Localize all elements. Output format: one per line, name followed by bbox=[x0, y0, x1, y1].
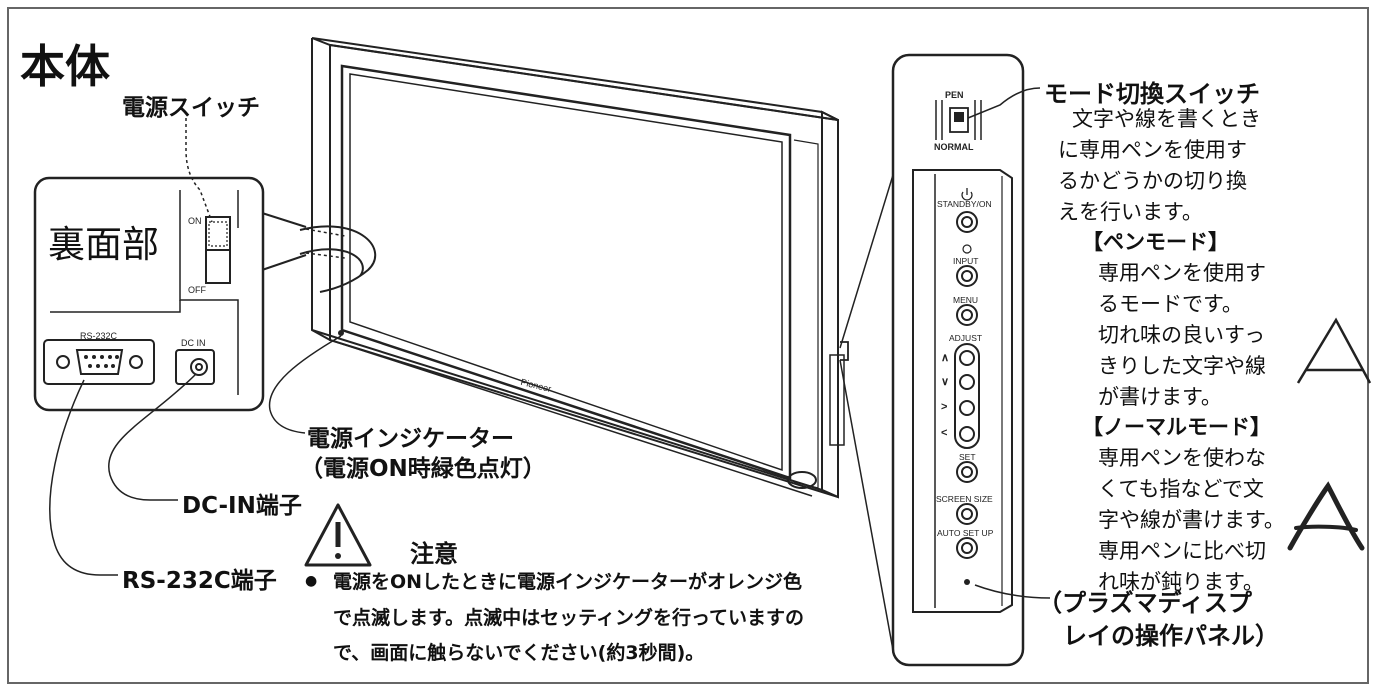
caution-bullet: ● bbox=[305, 573, 318, 589]
screen-size-button-label: SCREEN SIZE bbox=[936, 494, 993, 504]
menu-button-label: MENU bbox=[953, 295, 979, 305]
plasma-display-drawing bbox=[299, 37, 839, 499]
normal-mode-text-2: くても指などで文 bbox=[1098, 477, 1264, 501]
arrow-right-label: > bbox=[941, 401, 948, 413]
input-button-label: INPUT bbox=[953, 256, 979, 266]
set-button-label: SET bbox=[959, 452, 976, 462]
switch-on-label: ON bbox=[188, 216, 202, 226]
back-panel-box bbox=[33, 176, 265, 412]
callout-panel-caption-1: （プラズマディスプ bbox=[1038, 589, 1252, 617]
caution-line-3: で、画面に触らないでください(約3秒間)。 bbox=[333, 642, 705, 664]
normal-mode-text-3: 字や線が書けます。 bbox=[1098, 508, 1285, 532]
auto-setup-button-label: AUTO SET UP bbox=[937, 528, 994, 538]
dcin-jack-label: DC IN bbox=[181, 338, 206, 348]
normal-mode-text-5: れ味が鈍ります。 bbox=[1098, 570, 1264, 594]
callout-power-indicator-note: （電源ON時緑色点灯） bbox=[300, 456, 546, 482]
standby-button-label: STANDBY/ON bbox=[937, 199, 992, 209]
caution-line-1: 電源をONしたときに電源インジケーターがオレンジ色 bbox=[333, 571, 803, 593]
caution-heading: 注意 bbox=[410, 540, 458, 568]
rs232c-port-label: RS-232C bbox=[80, 331, 118, 341]
normal-mode-text-4: 専用ペンに比べ切 bbox=[1098, 539, 1266, 563]
callout-mode-switch: モード切換スイッチ bbox=[1044, 80, 1260, 108]
mode-switch-normal-label: NORMAL bbox=[934, 142, 974, 152]
side-panel-box bbox=[891, 53, 1025, 667]
mode-switch-desc-3: るかどうかの切り換 bbox=[1058, 169, 1247, 193]
mode-switch-desc-1: 文字や線を書くとき bbox=[1072, 107, 1261, 131]
callout-dcin-terminal: DC-IN端子 bbox=[182, 493, 302, 519]
figure-border bbox=[7, 7, 1369, 684]
mode-switch-desc-2: に専用ペンを使用す bbox=[1058, 138, 1247, 162]
pen-mode-heading: 【ペンモード】 bbox=[1082, 230, 1229, 254]
callout-power-switch: 電源スイッチ bbox=[122, 95, 260, 121]
pen-mode-text-4: きりした文字や線 bbox=[1098, 354, 1266, 378]
callout-power-indicator: 電源インジケーター bbox=[307, 426, 514, 452]
caution-line-2: で点滅します。点滅中はセッティングを行っていますの bbox=[333, 607, 805, 629]
pen-mode-text-5: が書けます。 bbox=[1098, 385, 1222, 409]
adjust-buttons-label: ADJUST bbox=[949, 333, 983, 343]
callout-panel-caption-2: レイの操作パネル） bbox=[1063, 622, 1279, 650]
arrow-down-label: ∨ bbox=[941, 376, 950, 388]
normal-mode-text-1: 専用ペンを使わな bbox=[1098, 446, 1266, 470]
callout-rs232c-terminal: RS-232C端子 bbox=[122, 568, 277, 594]
pen-mode-text-1: 専用ペンを使用す bbox=[1098, 261, 1266, 285]
pen-mode-text-2: るモードです。 bbox=[1098, 292, 1243, 316]
arrow-left-label: < bbox=[941, 427, 948, 439]
mode-switch-desc-4: えを行います。 bbox=[1058, 200, 1203, 224]
normal-mode-heading: 【ノーマルモード】 bbox=[1082, 415, 1271, 439]
back-panel-leader bbox=[305, 228, 346, 259]
pen-mode-text-3: 切れ味の良いすっ bbox=[1098, 323, 1266, 347]
switch-off-label: OFF bbox=[188, 285, 206, 295]
brand-logo: Pioneer bbox=[520, 377, 553, 394]
back-panel-title: 裏面部 bbox=[48, 223, 159, 266]
mode-switch-pen-label: PEN bbox=[945, 90, 964, 100]
arrow-up-label: ∧ bbox=[941, 352, 950, 364]
page-title: 本体 bbox=[20, 40, 111, 93]
